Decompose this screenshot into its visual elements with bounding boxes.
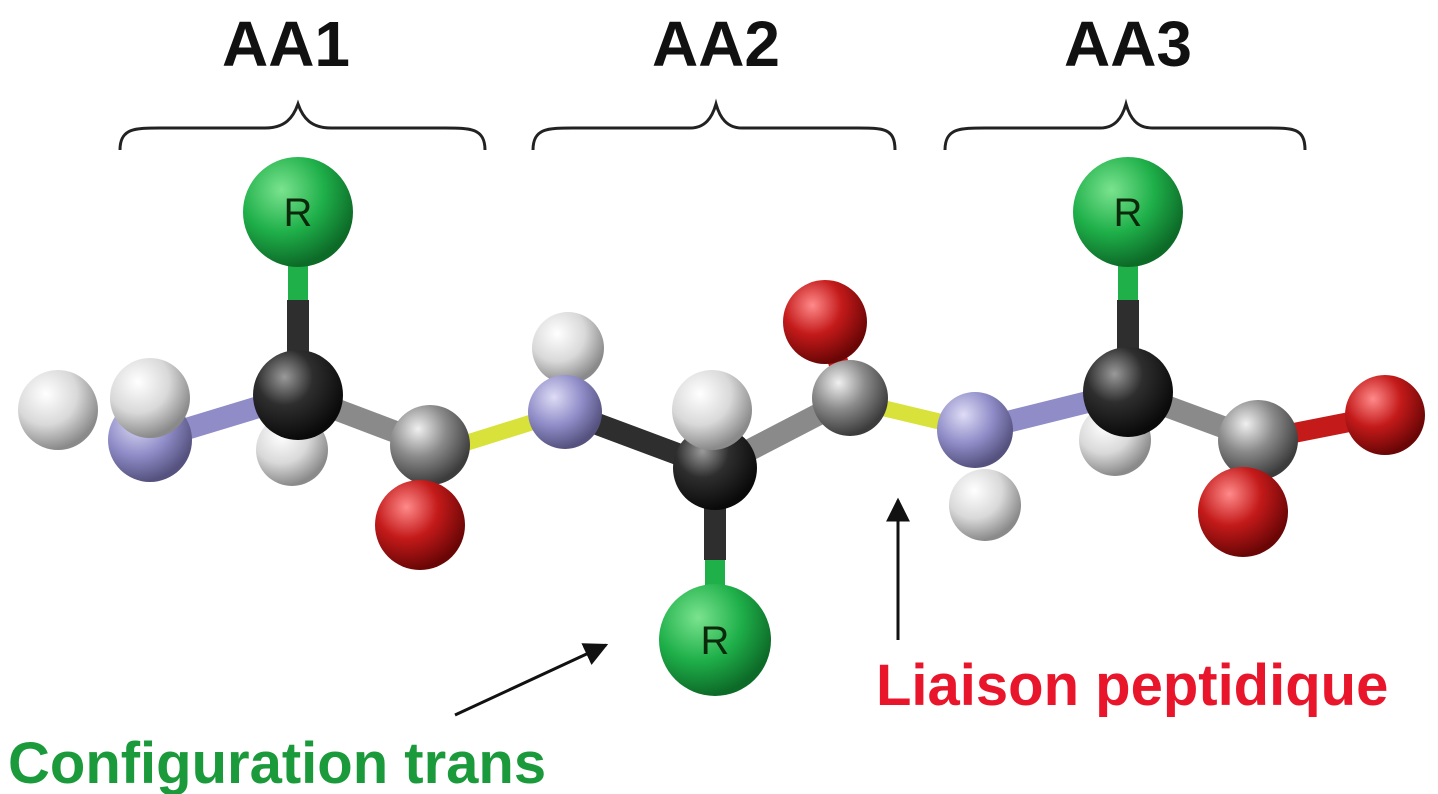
carbon-atom: [390, 405, 470, 485]
carbon-alpha-atom: [673, 426, 757, 510]
carbon-atom: [812, 360, 888, 436]
r-group-atom: [1073, 157, 1183, 267]
r-group-label-aa1: R: [284, 191, 313, 235]
configuration-arrow: [454, 643, 609, 717]
aa2-label: AA2: [652, 8, 780, 80]
hydrogen-atom: [532, 312, 604, 384]
r-group-label-aa2: R: [701, 619, 730, 663]
oxygen-atom: [375, 480, 465, 570]
configuration-trans-label: Configuration trans: [8, 731, 546, 794]
oxygen-atom: [783, 280, 867, 364]
hydrogen-atom: [672, 370, 752, 450]
r-group-atom: [243, 157, 353, 267]
aa3-label: AA3: [1064, 8, 1192, 80]
hydrogen-atom: [18, 370, 98, 450]
aa1-brace: [118, 99, 487, 151]
liaison-peptidique-label: Liaison peptidique: [876, 653, 1388, 718]
hydrogen-atom: [110, 358, 190, 438]
hydrogen-atom: [949, 469, 1021, 541]
nitrogen-atom: [937, 392, 1013, 468]
nitrogen-atom: [528, 375, 602, 449]
atoms: [18, 157, 1425, 696]
r-group-atom: [659, 584, 771, 696]
carbon-alpha-atom: [1083, 347, 1173, 437]
carbon-alpha-atom: [253, 350, 343, 440]
oxygen-atom: [1345, 375, 1425, 455]
aa3-brace: [943, 98, 1307, 151]
aa1-label: AA1: [222, 8, 350, 80]
oxygen-atom: [1198, 467, 1288, 557]
carbon-atom: [1218, 400, 1298, 480]
bonds: [146, 212, 1387, 640]
aa2-brace: [531, 98, 897, 151]
r-group-label-aa3: R: [1114, 191, 1143, 235]
